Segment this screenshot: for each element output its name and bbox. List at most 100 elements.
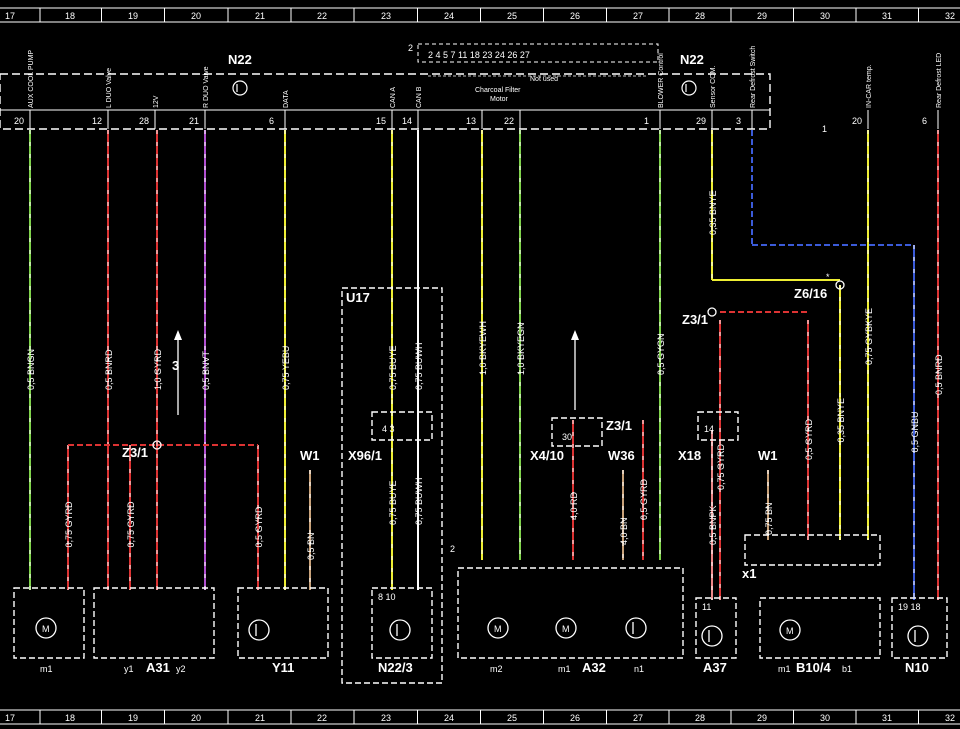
wire-w19: 0,5 GYGN — [656, 130, 666, 560]
connector-label-w1b: W1 — [758, 448, 778, 463]
module-title-n22-right: N22 — [680, 52, 704, 67]
wire-w9: 0,5 BN — [306, 470, 316, 590]
transistor-icon — [232, 80, 248, 96]
wire-w20: 0,35 BNYE — [708, 130, 718, 280]
grid-label-top-30: 30 — [820, 11, 830, 21]
grid-label-top-26: 26 — [570, 11, 580, 21]
connector-label-x18: X18 — [678, 448, 701, 463]
splice-node — [707, 307, 717, 317]
func-label-rear: Rear Defrost Switch — [750, 46, 757, 108]
wire-w13: 0,75 BUWH — [414, 400, 424, 590]
transistor-icon-n223 — [389, 619, 411, 641]
wire-w15: 1,0 BKYEGN — [516, 130, 526, 560]
connector-label-x18-pin: 14 — [704, 424, 714, 434]
connector-label-ref3: 3 — [172, 358, 179, 373]
wire-w12: 0,75 BUYE — [388, 400, 398, 590]
component-label-a37: A37 — [703, 660, 727, 675]
wire-w1: 0,5 BNGN — [26, 130, 36, 590]
motor-icon-m1c-mark: M — [786, 626, 794, 636]
connector-label-x961-pins: 4 3 — [382, 424, 395, 434]
wire-label: 0,75 BN — [764, 502, 774, 535]
wire-label: 0,75 GYRD — [126, 501, 136, 548]
component-b104-box — [759, 597, 881, 659]
wire-w26: 0,75 GYBKYE — [864, 130, 874, 540]
wire-label: 1,0 BKYEGN — [516, 322, 526, 375]
component-label-y2: y2 — [176, 664, 186, 674]
grid-label-top-28: 28 — [695, 11, 705, 21]
wire-w24: 0,5 GYRD — [804, 320, 814, 540]
connector-label-z616: Z6/16 — [794, 286, 827, 301]
component-label-n223: N22/3 — [378, 660, 413, 675]
func-label-sensor: Sensor COM. — [710, 66, 717, 108]
func-pin-rear: 3 — [736, 116, 741, 126]
func-label-blower: BLOWER Control — [658, 53, 665, 108]
func-label-v12: 12V — [153, 95, 160, 108]
splice-node — [835, 280, 845, 290]
wire-w17: 4,0 BN — [619, 470, 629, 560]
wire-label: 0,75 BUWH — [414, 477, 424, 525]
transistor-icon-a37 — [701, 625, 723, 647]
wire-w4: 0,75 GYRD — [126, 445, 136, 590]
func-pin-rled: 6 — [922, 116, 927, 126]
up-arrow-icon — [571, 330, 579, 340]
grid-label-bottom-28: 28 — [695, 713, 705, 723]
wire-w16: 4,0 RD — [569, 420, 579, 560]
func-label-incar: IN-CAR temp. — [866, 64, 873, 108]
grid-label-top-21: 21 — [255, 11, 265, 21]
func-label-aux: AUX COOL PUMP — [28, 50, 35, 108]
func-label-rled: Rear Defrost LED — [936, 53, 943, 108]
grid-label-top-18: 18 — [65, 11, 75, 21]
component-label-n1: n1 — [634, 664, 644, 674]
grid-label-bottom-32: 32 — [945, 713, 955, 723]
connector-label-a37-pin: 11 — [702, 602, 711, 612]
connector-label-n223-pins: 8 10 — [378, 592, 396, 602]
module-title-n22: N22 — [228, 52, 252, 67]
grid-label-bottom-20: 20 — [191, 713, 201, 723]
wire-label: 0,5 BNGN — [26, 349, 36, 390]
func-pin-lduo: 12 — [92, 116, 102, 126]
wire-label: 0,75 BUWH — [414, 342, 424, 390]
grid-label-top-31: 31 — [882, 11, 892, 21]
grid-label-bottom-19: 19 — [128, 713, 138, 723]
component-m1-box — [13, 587, 85, 659]
motor-icon-m1 — [35, 617, 57, 639]
wire-label: 0,75 BUYE — [388, 345, 398, 390]
wire-label: 0,35 BNYE — [836, 398, 846, 443]
connector-label-z31-mid: Z3/1 — [606, 418, 632, 433]
component-label-b104: B10/4 — [796, 660, 831, 675]
wire-label: 1,0 BKYEWH — [478, 321, 488, 375]
func-pin-data: 6 — [269, 116, 274, 126]
component-n223-box — [371, 587, 433, 659]
connector-label-x410: X4/10 — [530, 448, 564, 463]
charcoal-filter-label-2: Motor — [490, 96, 509, 103]
connector-label-w36: W36 — [608, 448, 635, 463]
grid-label-bottom-24: 24 — [444, 713, 454, 723]
main-module-n22: N22 N22 2 2 4 5 7 11 18 23 24 26 27 Not … — [0, 43, 943, 130]
wire-w22: 0,5 BNPK — [708, 430, 718, 600]
wire-label: 4,0 RD — [569, 491, 579, 520]
wire-label: 0,5 GYGN — [656, 333, 666, 375]
component-label-a32: A32 — [582, 660, 606, 675]
grid-label-top-29: 29 — [757, 11, 767, 21]
component-label-y11: Y11 — [272, 660, 294, 675]
grid-label-top-20: 20 — [191, 11, 201, 21]
connector-x18-box — [697, 411, 739, 441]
component-label-b1: b1 — [842, 664, 852, 674]
connector-label-z31-right: Z3/1 — [682, 312, 708, 327]
component-label-m1: m1 — [40, 664, 53, 674]
wire-label: 0,75 GYRD — [716, 443, 726, 490]
func-label-rduo: R DUO Valve — [203, 66, 210, 108]
grid-label-top-22: 22 — [317, 11, 327, 21]
func-pin-aux: 20 — [14, 116, 24, 126]
motor-icon-m1c — [779, 619, 801, 641]
func-pin-canb: 14 — [402, 116, 412, 126]
grid-label-bottom-29: 29 — [757, 713, 767, 723]
grid-label-bottom-21: 21 — [255, 713, 265, 723]
component-x1-box — [744, 534, 881, 566]
connector-label-star: * — [826, 272, 830, 282]
component-label-m1b: m1 — [558, 664, 571, 674]
func-pin-sensor: 29 — [696, 116, 706, 126]
wire-label: 0,5 GNBU — [910, 411, 920, 452]
wire-label: 0,5 BN — [306, 532, 316, 560]
